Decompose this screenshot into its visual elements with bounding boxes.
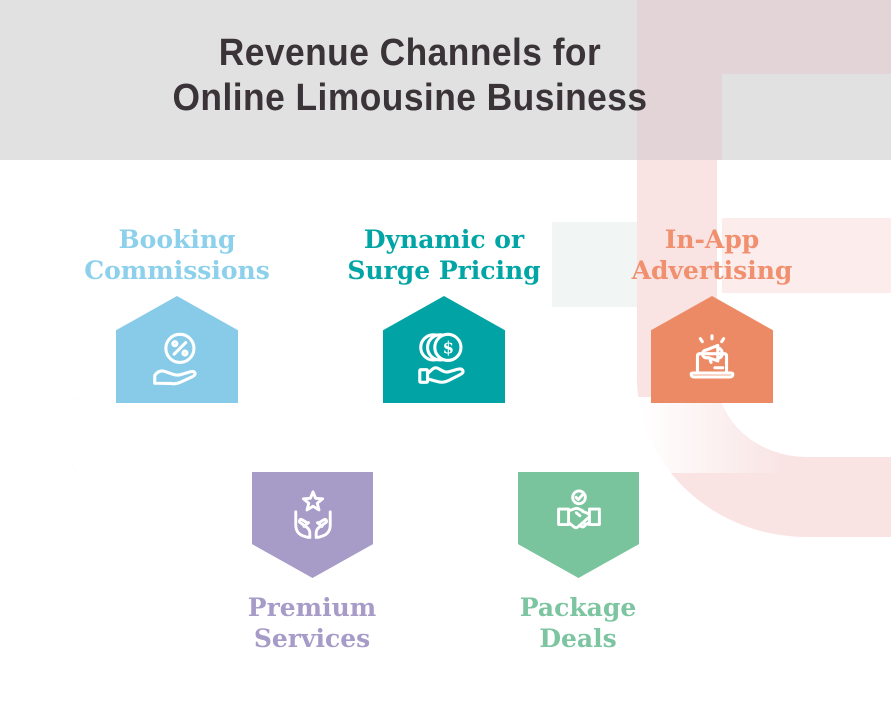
hands-star-icon xyxy=(293,490,332,539)
label-line: Commissions xyxy=(84,256,270,285)
decor-pink-band-left xyxy=(637,74,722,160)
hand-percent-icon xyxy=(153,332,197,386)
laptop-megaphone-icon xyxy=(689,334,735,379)
handshake-check-icon xyxy=(556,489,601,530)
label-line: Deals xyxy=(539,624,617,653)
title-line-2: Online Limousine Business xyxy=(172,77,648,119)
label-booking-commissions: Booking Commissions xyxy=(57,224,297,286)
shape-package-deals xyxy=(518,472,639,578)
label-line: Services xyxy=(253,624,371,653)
shape-booking-commissions xyxy=(116,296,238,403)
label-premium-services: Premium Services xyxy=(192,592,432,654)
label-line: In-App xyxy=(664,225,760,254)
shape-surge-pricing: $ xyxy=(383,296,505,403)
label-line: Advertising xyxy=(631,256,793,285)
dollar-glyph: $ xyxy=(443,339,454,358)
label-in-app-advertising: In-App Advertising xyxy=(592,224,832,286)
title-line-1: Revenue Channels for xyxy=(218,32,602,74)
infographic-title: Revenue Channels for Online Limousine Bu… xyxy=(29,31,792,121)
label-line: Package xyxy=(519,593,637,622)
decor-pink-band-top xyxy=(637,0,891,74)
label-package-deals: Package Deals xyxy=(458,592,698,654)
label-line: Dynamic or xyxy=(363,225,525,254)
timeline-bar xyxy=(72,397,798,473)
hand-coins-icon: $ xyxy=(418,332,465,384)
shape-premium-services xyxy=(252,472,373,578)
label-line: Booking xyxy=(118,225,236,254)
label-line: Surge Pricing xyxy=(347,256,541,285)
decor-pale-green-tile xyxy=(552,222,637,307)
label-surge-pricing: Dynamic or Surge Pricing xyxy=(324,224,564,286)
label-line: Premium xyxy=(247,593,377,622)
